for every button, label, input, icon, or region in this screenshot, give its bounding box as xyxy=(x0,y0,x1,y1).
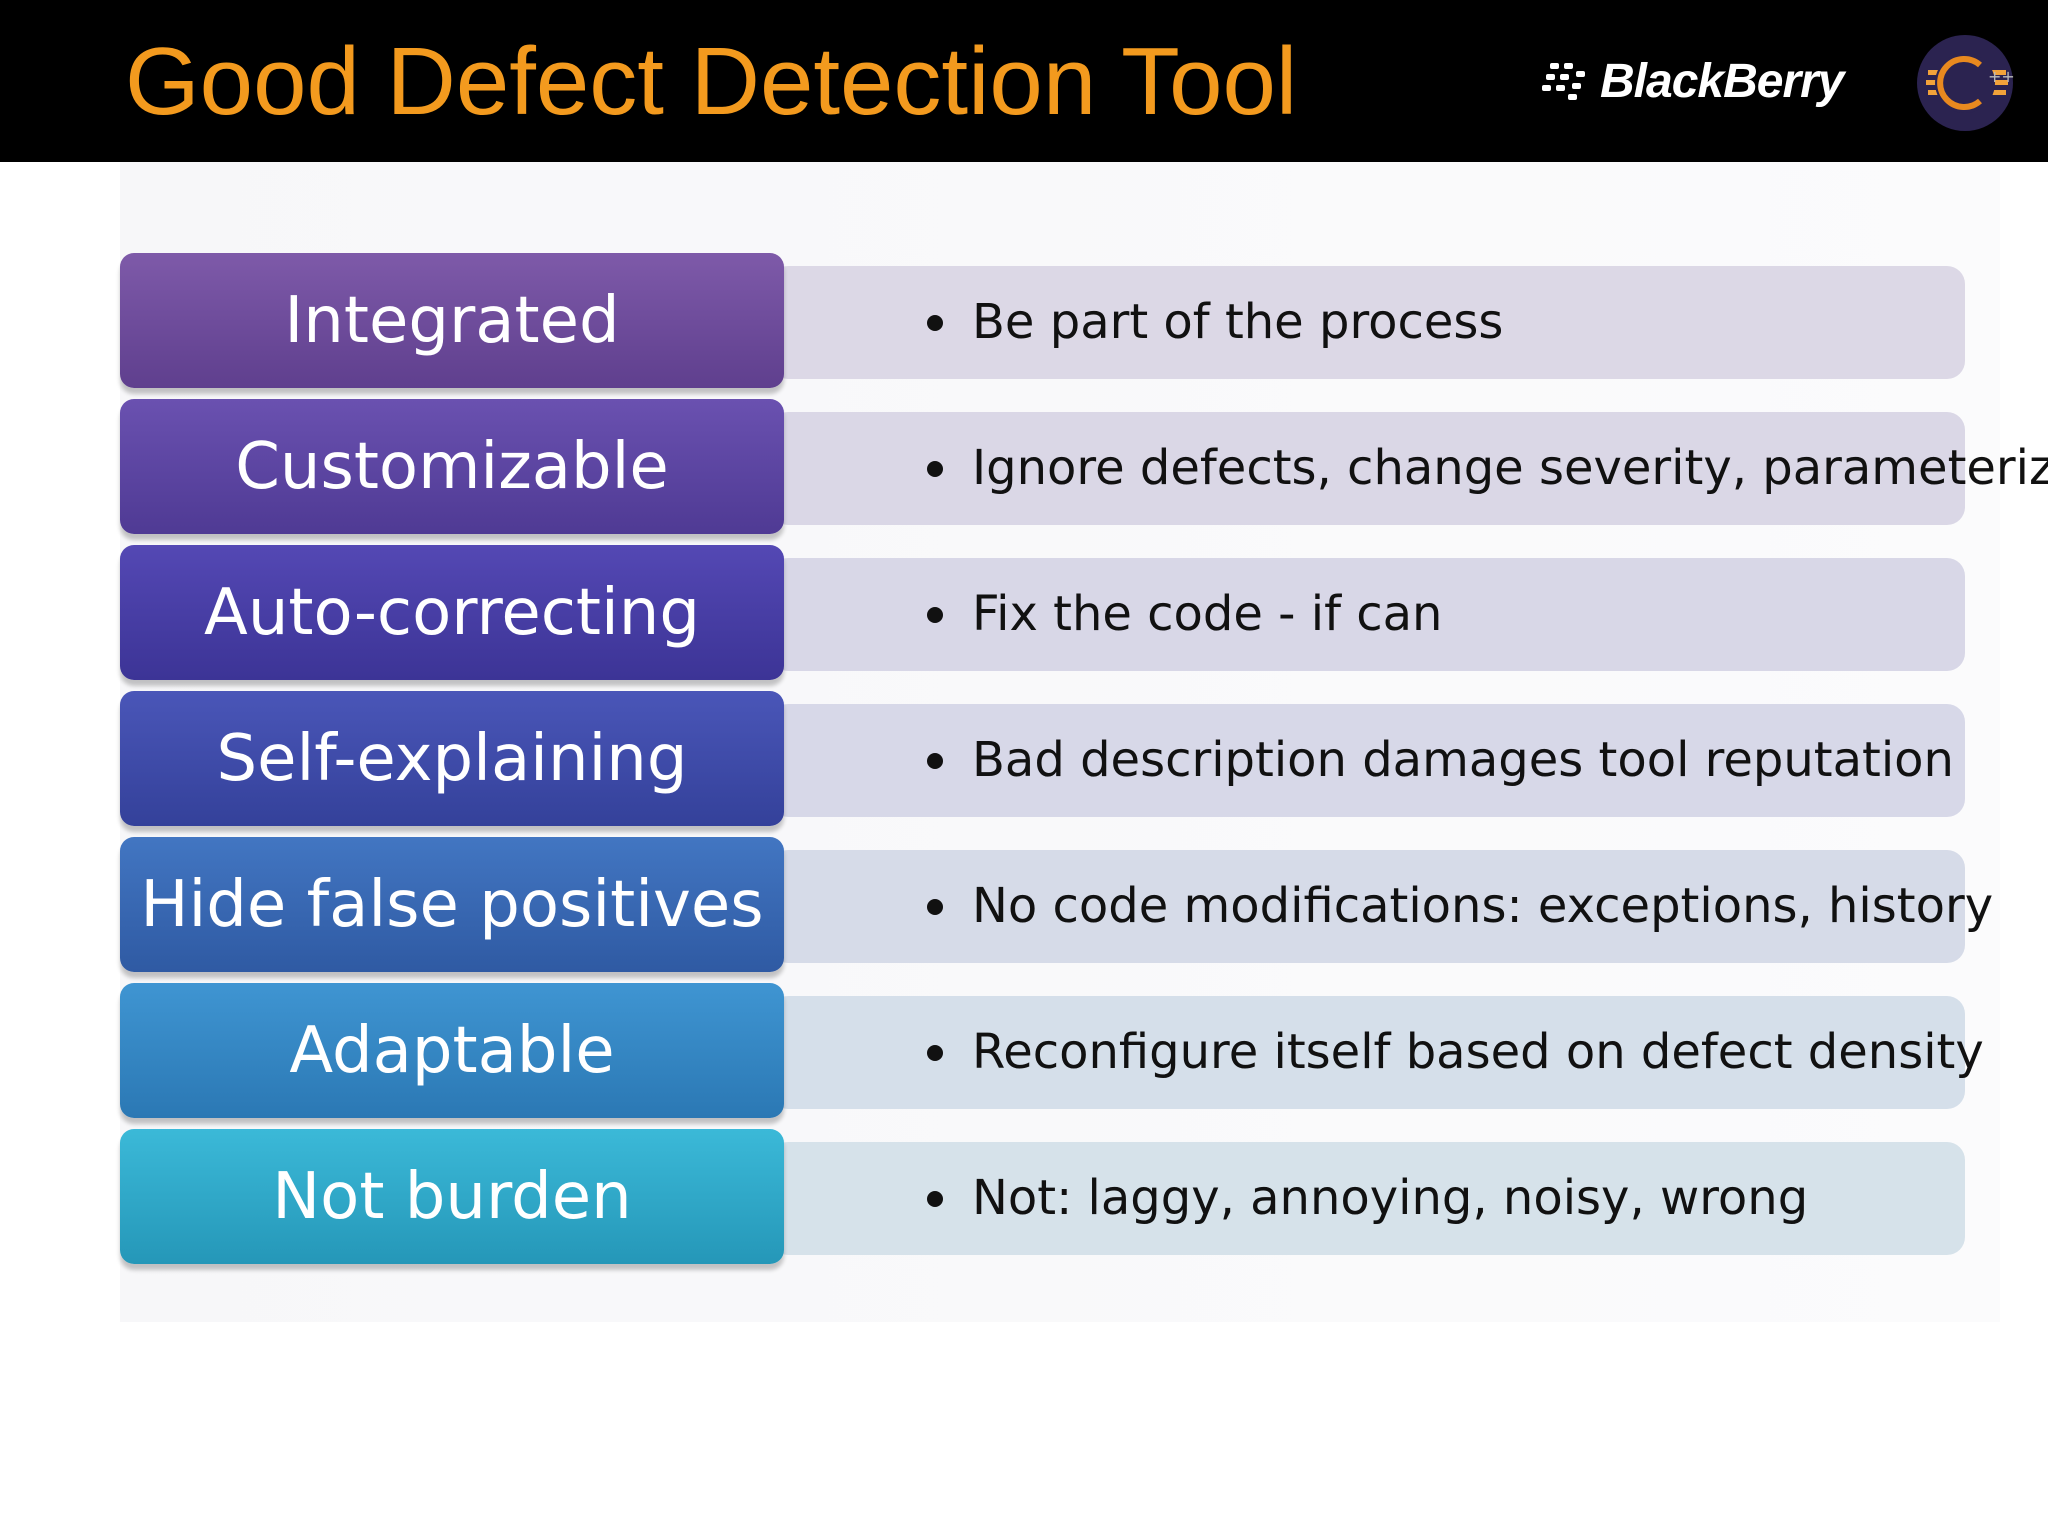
feature-row-6: Reconfigure itself based on defect densi… xyxy=(120,983,1984,1125)
feature-label: Not burden xyxy=(272,1159,632,1234)
feature-description: Be part of the process xyxy=(972,294,1504,350)
svg-text:++: ++ xyxy=(1988,67,2015,86)
blackberry-wordmark: BlackBerry xyxy=(1600,54,1844,108)
feature-row-3: Fix the code - if can Auto-correcting xyxy=(120,545,1965,687)
feature-description-panel: No code modifications: exceptions, histo… xyxy=(770,850,1993,963)
slide-header: Good Defect Detection Tool BlackBerry ++ xyxy=(0,0,2048,162)
bullet-icon xyxy=(927,314,943,331)
feature-description-panel: Reconfigure itself based on defect densi… xyxy=(770,996,1984,1109)
feature-label-box: Adaptable xyxy=(120,983,784,1118)
bullet-icon xyxy=(927,1044,943,1061)
blackberry-logo-icon xyxy=(1542,63,1585,100)
feature-row-1: Be part of the process Integrated xyxy=(120,253,1965,395)
feature-label-box: Self-explaining xyxy=(120,691,784,826)
feature-label-box: Auto-correcting xyxy=(120,545,784,680)
feature-description: Fix the code - if can xyxy=(972,586,1443,642)
feature-description: Reconfigure itself based on defect densi… xyxy=(972,1024,1984,1080)
feature-description-panel: Fix the code - if can xyxy=(770,558,1965,671)
bullet-icon xyxy=(927,898,943,915)
blackberry-logo: BlackBerry xyxy=(1540,46,1844,116)
feature-description-panel: Be part of the process xyxy=(770,266,1965,379)
feature-row-7: Not: laggy, annoying, noisy, wrong Not b… xyxy=(120,1129,1965,1271)
feature-label: Hide false positives xyxy=(140,867,764,942)
feature-row-5: No code modifications: exceptions, histo… xyxy=(120,837,1993,979)
eclipse-cdt-logo-icon: ++ xyxy=(1917,35,2015,131)
feature-description: Ignore defects, change severity, paramet… xyxy=(972,440,2048,496)
feature-label-box: Integrated xyxy=(120,253,784,388)
bullet-icon xyxy=(927,752,943,769)
feature-row-2: Ignore defects, change severity, paramet… xyxy=(120,399,2048,541)
feature-description-panel: Not: laggy, annoying, noisy, wrong xyxy=(770,1142,1965,1255)
feature-label: Self-explaining xyxy=(216,721,688,796)
bullet-icon xyxy=(927,606,943,623)
feature-row-4: Bad description damages tool reputation … xyxy=(120,691,1965,833)
bullet-icon xyxy=(927,460,943,477)
feature-description-panel: Ignore defects, change severity, paramet… xyxy=(770,412,2048,525)
feature-label: Integrated xyxy=(284,283,620,358)
feature-description: Not: laggy, annoying, noisy, wrong xyxy=(972,1170,1809,1226)
feature-label: Customizable xyxy=(235,429,669,504)
feature-label: Adaptable xyxy=(289,1013,615,1088)
slide-title: Good Defect Detection Tool xyxy=(125,28,1298,135)
feature-label: Auto-correcting xyxy=(204,575,700,650)
feature-description-panel: Bad description damages tool reputation xyxy=(770,704,1965,817)
feature-label-box: Not burden xyxy=(120,1129,784,1264)
feature-label-box: Hide false positives xyxy=(120,837,784,972)
feature-description: Bad description damages tool reputation xyxy=(972,732,1954,788)
feature-description: No code modifications: exceptions, histo… xyxy=(972,878,1994,934)
bullet-icon xyxy=(927,1190,943,1207)
feature-label-box: Customizable xyxy=(120,399,784,534)
